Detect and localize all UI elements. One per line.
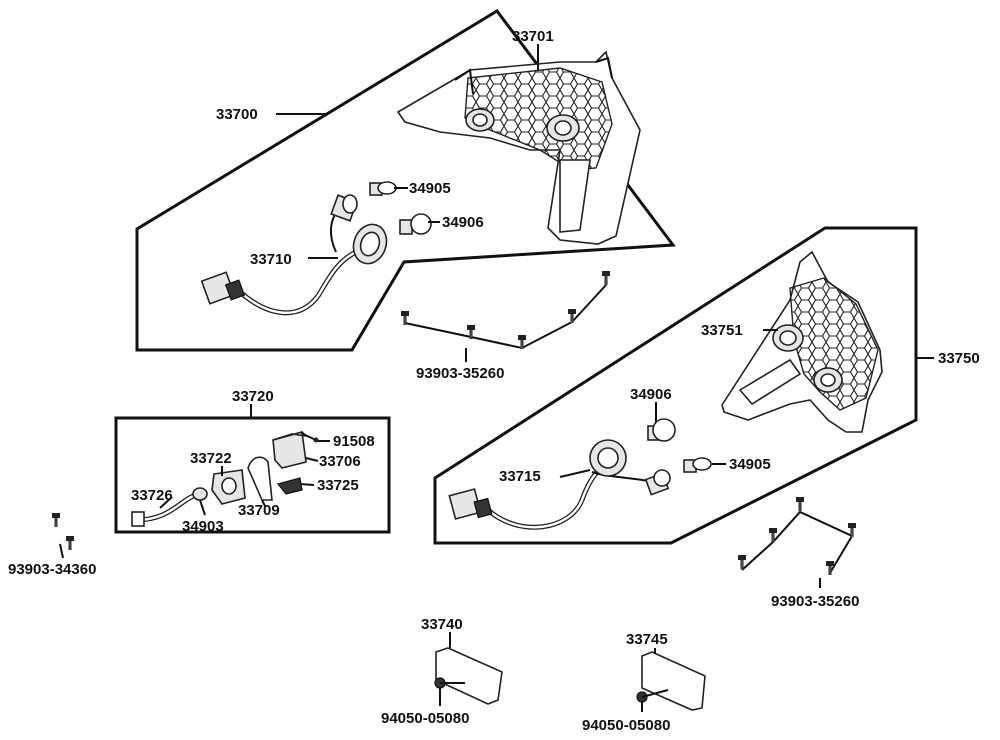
label-33750: 33750 — [938, 350, 980, 367]
label-33701: 33701 — [512, 28, 554, 45]
leader-lines — [59, 44, 934, 712]
label-33715: 33715 — [499, 468, 541, 485]
screw-93903-34360 — [52, 513, 74, 550]
label-33751: 33751 — [701, 322, 743, 339]
screws-93903-35260-left — [401, 271, 610, 350]
label-93903-34360: 93903-34360 — [8, 561, 96, 578]
label-33706: 33706 — [319, 453, 361, 470]
label-33720: 33720 — [232, 388, 274, 405]
screws-93903-35260-right — [738, 497, 856, 575]
reflector-33740 — [434, 647, 503, 705]
part-labels: 33701 33700 34905 34906 33710 93903-3526… — [8, 28, 980, 734]
socket-harness-33710 — [200, 194, 388, 316]
license-light-parts — [131, 430, 319, 527]
label-34906-right: 34906 — [630, 386, 672, 403]
label-94050-05080-left: 94050-05080 — [381, 710, 469, 727]
label-33745: 33745 — [626, 631, 668, 648]
label-33726: 33726 — [131, 487, 173, 504]
label-93903-35260-right: 93903-35260 — [771, 593, 859, 610]
label-34905-left: 34905 — [409, 180, 451, 197]
label-34906-left: 34906 — [442, 214, 484, 231]
label-34903: 34903 — [182, 518, 224, 535]
socket-harness-33715 — [448, 439, 671, 530]
housing-33701 — [396, 50, 641, 245]
label-33710: 33710 — [250, 251, 292, 268]
assembly-33700-frame — [135, 9, 676, 352]
label-33740: 33740 — [421, 616, 463, 633]
label-33709: 33709 — [238, 502, 280, 519]
label-33725: 33725 — [317, 477, 359, 494]
housing-33751 — [721, 250, 883, 433]
bulb-34905-right — [683, 457, 712, 473]
assembly-33750-frame — [433, 226, 918, 545]
bulb-34906-left — [399, 213, 432, 235]
reflector-33745 — [636, 651, 706, 711]
label-33700: 33700 — [216, 106, 258, 123]
label-33722: 33722 — [190, 450, 232, 467]
label-93903-35260-left: 93903-35260 — [416, 365, 504, 382]
label-94050-05080-right: 94050-05080 — [582, 717, 670, 734]
label-34905-right: 34905 — [729, 456, 771, 473]
bulb-34905-left — [369, 181, 397, 196]
bulb-34906-right — [647, 418, 676, 442]
assembly-33720-frame — [114, 416, 391, 534]
label-91508: 91508 — [333, 433, 375, 450]
